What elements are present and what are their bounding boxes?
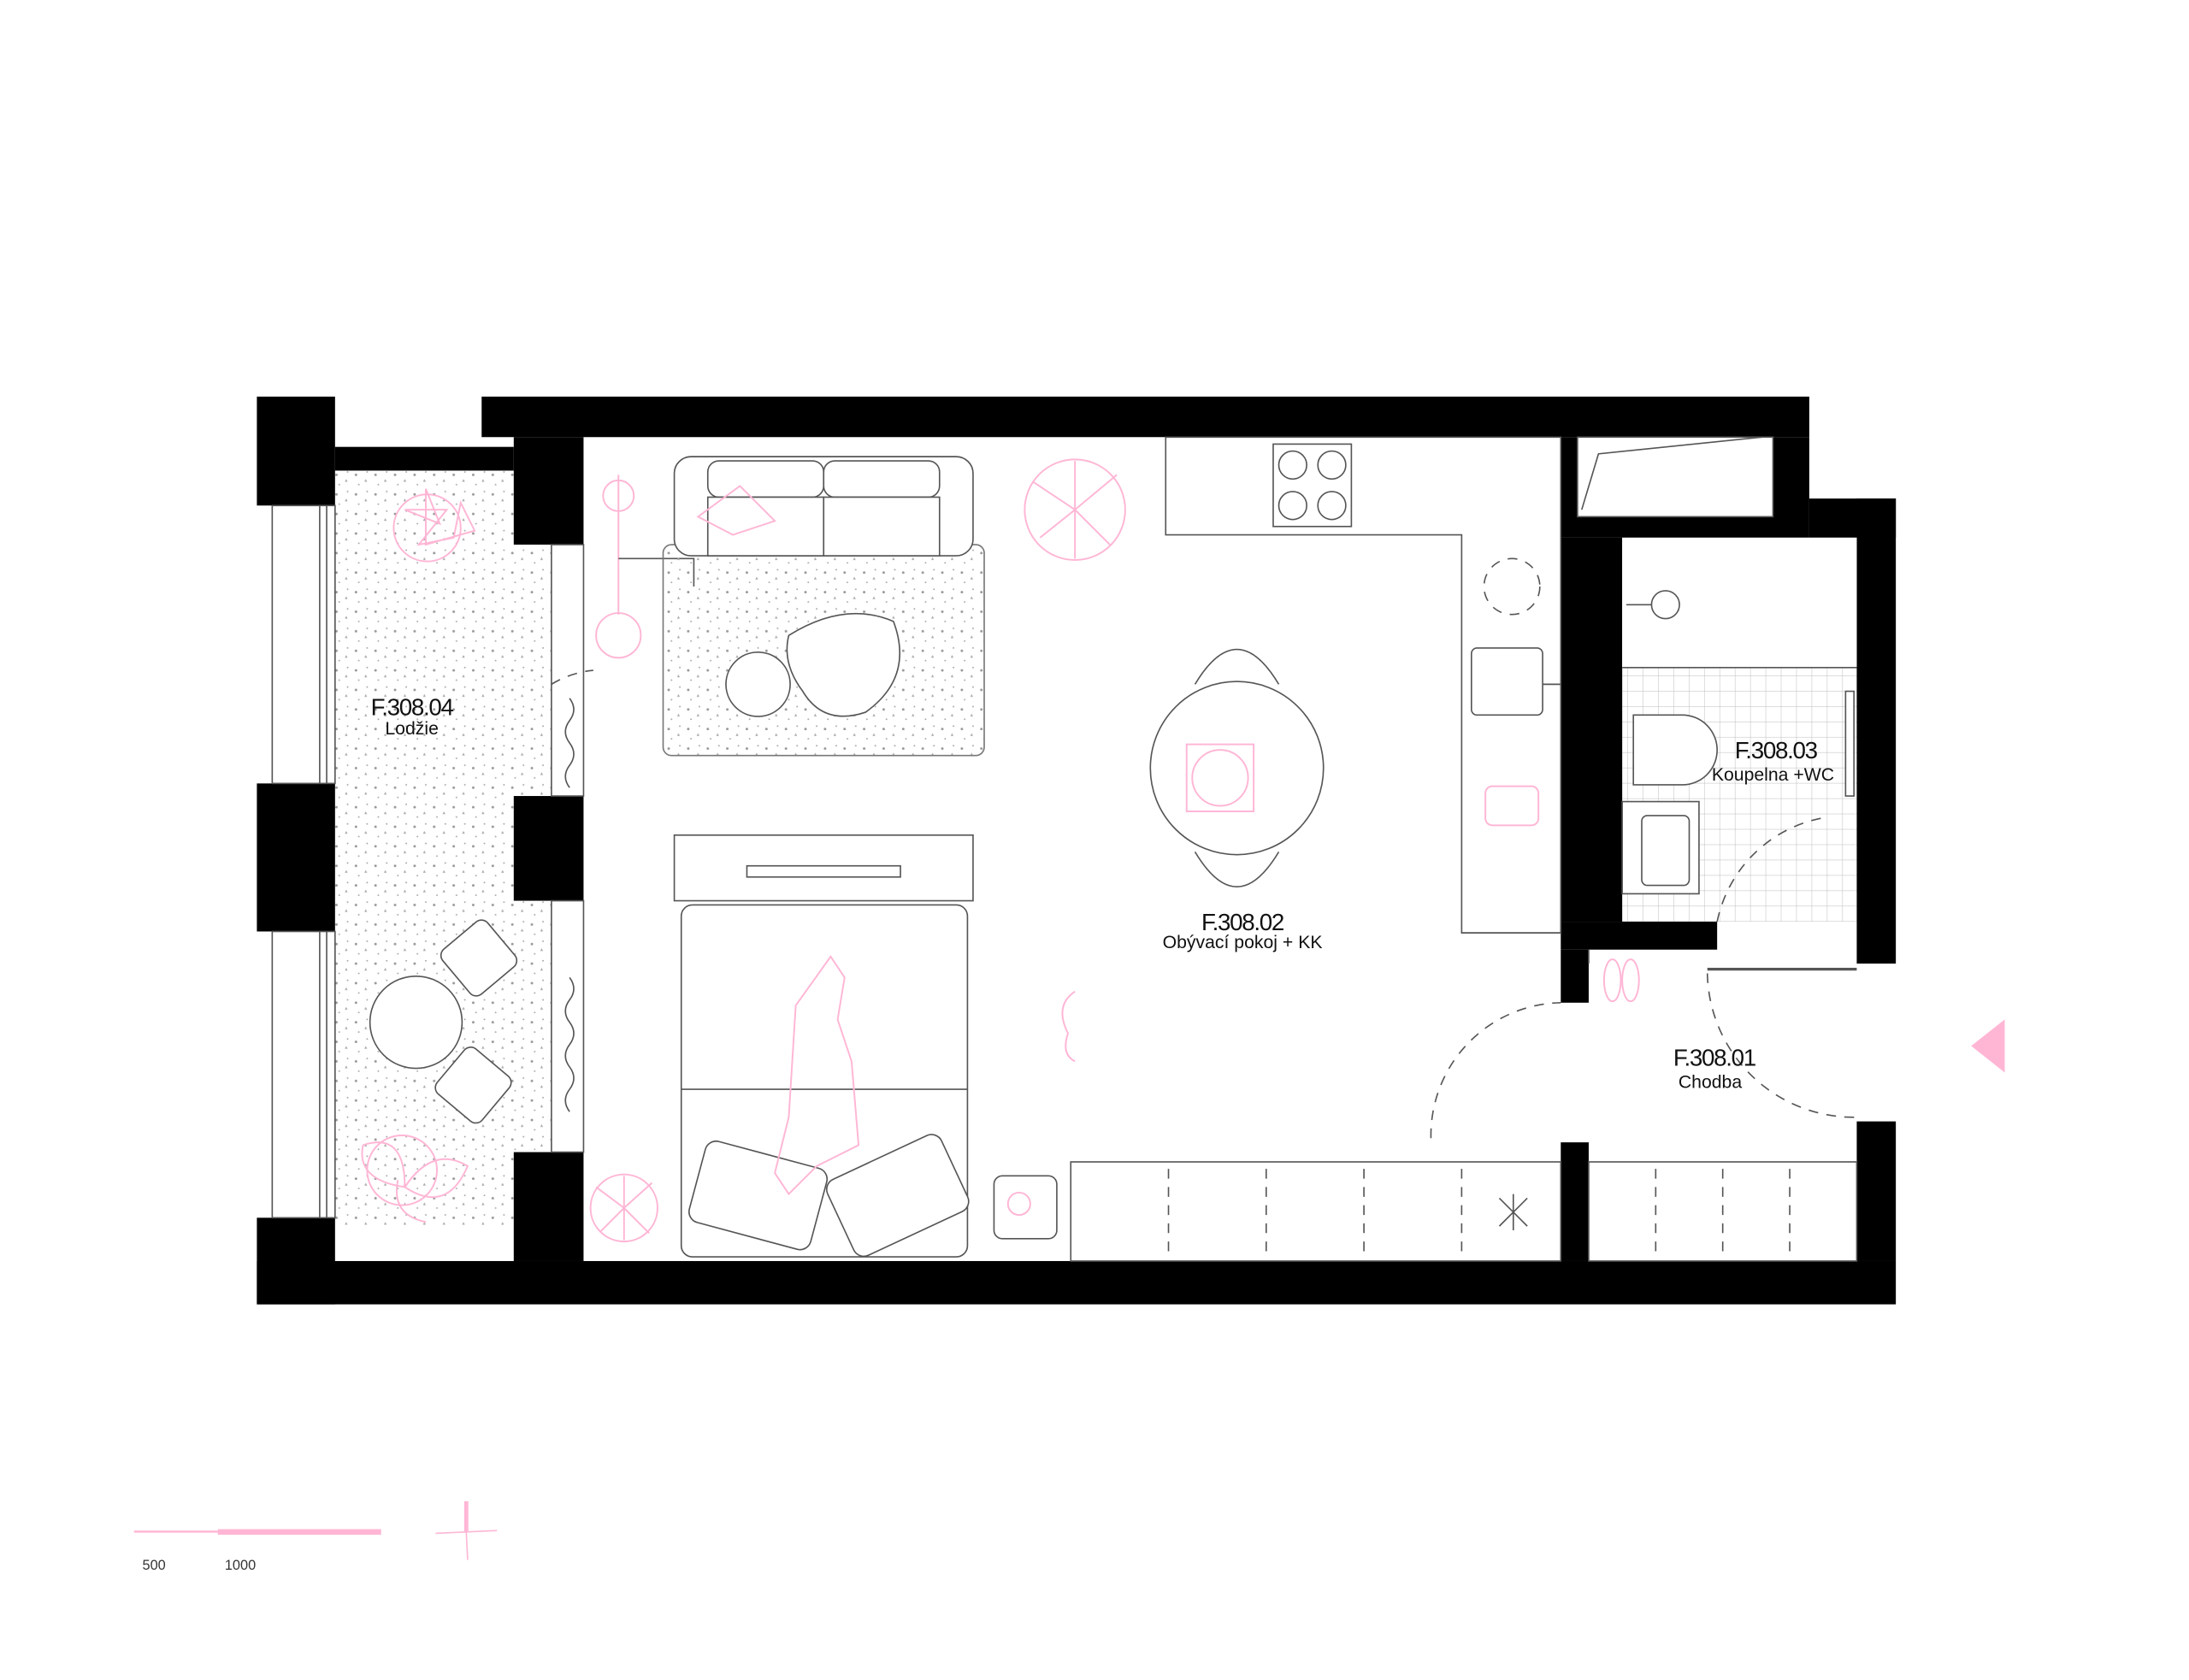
nightstand [993,1175,1058,1240]
dining-table [1149,648,1325,887]
cat-icon [1061,990,1076,1063]
loggia-chair [440,919,518,997]
room-code: F.308.01 [1673,1044,1756,1070]
room-code: F.308.03 [1735,737,1818,763]
room-name: Lodžie [385,719,439,739]
walls [257,396,1897,1305]
room-name: Chodba [1679,1072,1743,1092]
kitchen-sink [1471,647,1543,716]
scale-label: 500 [143,1558,166,1573]
room-name: Koupelna +WC [1712,765,1834,785]
north-arrow-icon [435,1500,498,1560]
entrance-arrow-icon [1971,1019,2005,1073]
door-swing [1706,973,1857,1118]
plant-icon [361,1134,469,1223]
loggia-chair [434,1046,512,1124]
room-code: F.308.02 [1201,909,1284,935]
plant-icon [392,488,476,563]
loggia-windows [271,504,593,1219]
pizza-icon [1185,743,1255,812]
toilet [1632,714,1718,786]
wardrobe [1070,1161,1858,1262]
kitchen-counter [1165,436,1562,934]
plant-icon [589,1173,658,1243]
cooktop [1272,443,1353,528]
scale-bar: 500 1000 [133,1529,381,1573]
bed [673,834,974,1258]
room-name: Obývací pokoj + KK [1163,933,1323,952]
bathroom-fixtures [1621,537,1857,923]
loggia-table [369,975,463,1070]
toaster-icon [1484,785,1540,827]
storage-niche [1577,436,1774,518]
coffee-table [786,612,900,717]
room-code: F.308.04 [371,693,454,720]
side-table [725,651,791,717]
door-swing [1430,1001,1561,1139]
sofa [673,456,974,557]
slippers-icon [1602,958,1640,1003]
plant-icon [1024,458,1126,561]
scale-label: 1000 [225,1558,256,1573]
